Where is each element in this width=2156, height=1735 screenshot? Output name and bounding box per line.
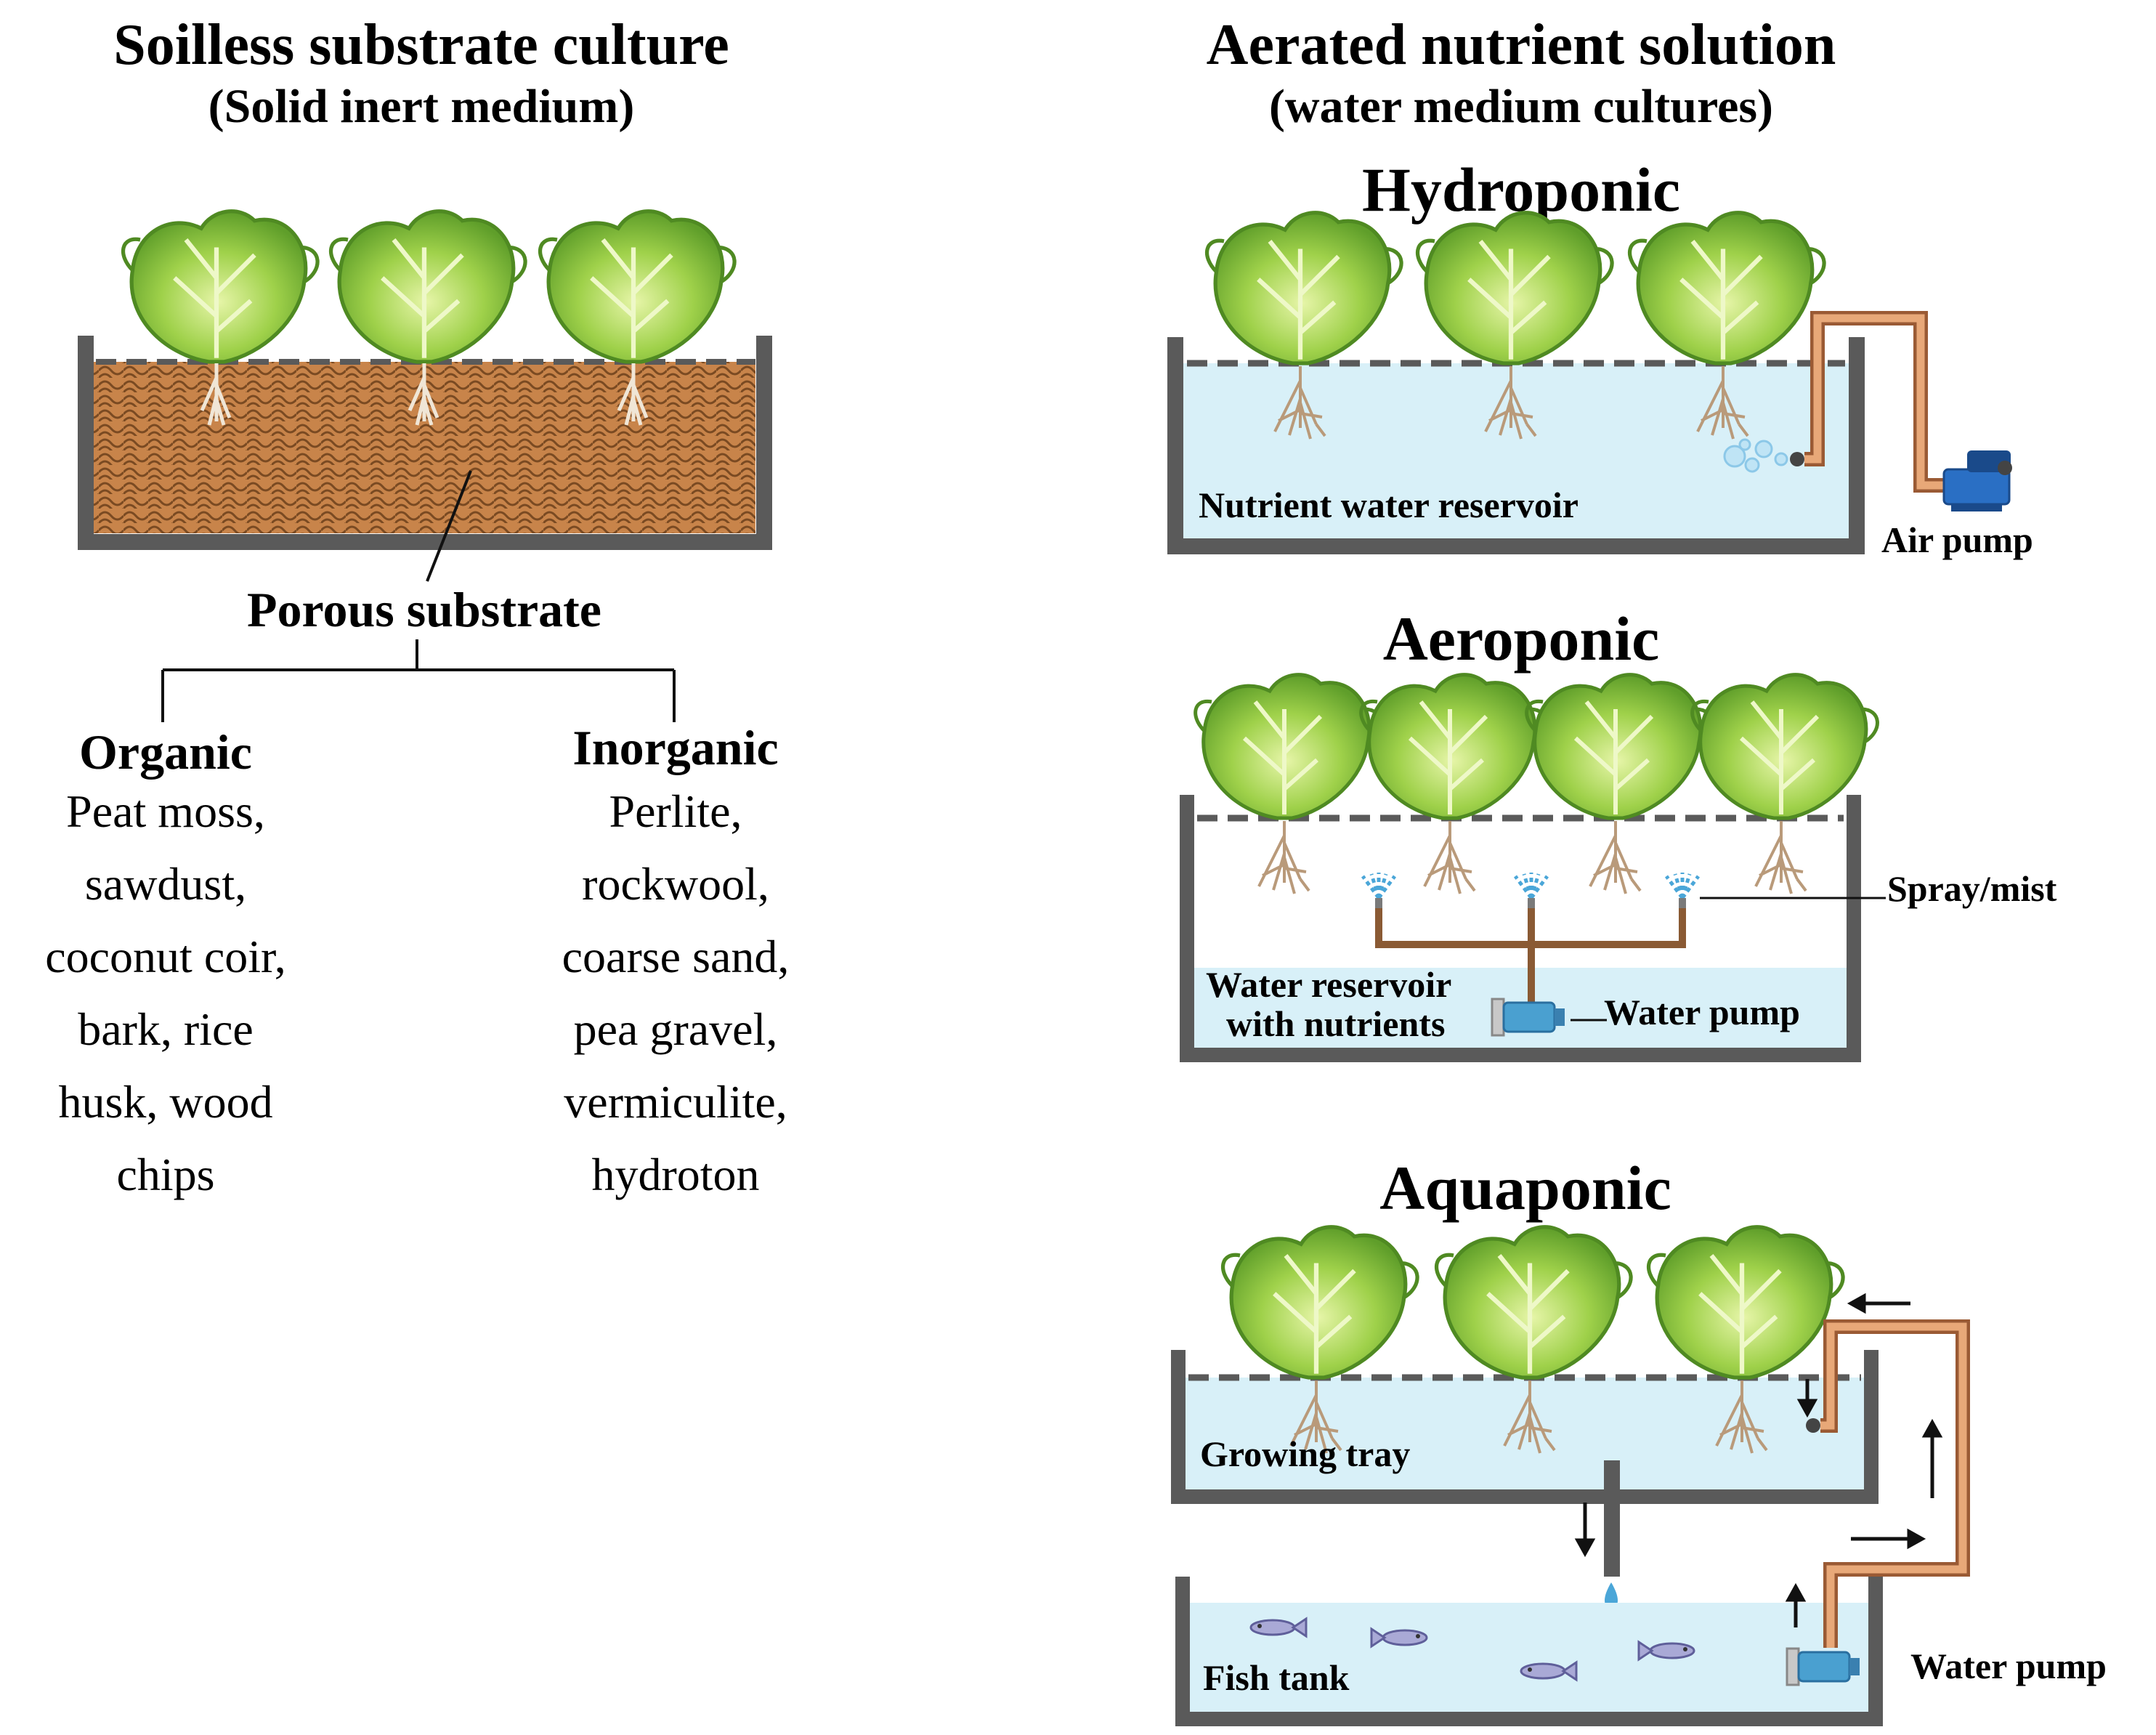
- air-bubbles: [1723, 438, 1788, 473]
- sprinkler-icon: [1666, 873, 1698, 908]
- inorganic-item: vermiculite,: [564, 1076, 787, 1128]
- nutrient-reservoir-label: Nutrient water reservoir: [1199, 485, 1578, 525]
- arrow-up-icon: [1785, 1582, 1807, 1627]
- sprinkler-icon: [1363, 873, 1395, 908]
- aquaponic-title: Aquaponic: [1379, 1153, 1671, 1223]
- arrow-right-icon: [1851, 1528, 1926, 1550]
- air-pump-label: Air pump: [1881, 519, 2033, 560]
- inorganic-item: rockwool,: [582, 858, 769, 910]
- aeroponic-reservoir-label-line1: Water reservoir: [1206, 964, 1451, 1005]
- water-pump-icon: [1786, 1647, 1861, 1686]
- organic-item: husk, wood: [58, 1076, 272, 1128]
- left-subtitle: (Solid inert medium): [208, 80, 635, 133]
- organic-item: coconut coir,: [45, 931, 286, 982]
- mist-pipe: [1375, 898, 1686, 1011]
- substrate-pointer-line: [426, 470, 472, 582]
- air-stone: [1790, 452, 1804, 466]
- lettuce-plant: [1361, 675, 1547, 895]
- return-pipe-inner: [1820, 1322, 1967, 1648]
- arrow-down-icon: [1796, 1379, 1818, 1418]
- inorganic-item: pea gravel,: [574, 1003, 778, 1055]
- lettuce-plant: [1527, 675, 1712, 895]
- sprinkler-icon: [1515, 873, 1547, 908]
- arrow-up-icon: [1921, 1418, 1943, 1498]
- right-subtitle: (water medium cultures): [1269, 80, 1773, 133]
- aquaponic-pump-label: Water pump: [1910, 1646, 2107, 1686]
- porous-substrate-label: Porous substrate: [247, 582, 601, 637]
- classification-tree-lines: [161, 639, 676, 722]
- water-pump-icon: [1491, 998, 1566, 1037]
- inorganic-item: Perlite,: [609, 785, 742, 837]
- fish-tank-label: Fish tank: [1203, 1657, 1350, 1698]
- spray-mist-label: Spray/mist: [1887, 868, 2057, 909]
- organic-item: chips: [116, 1149, 214, 1200]
- inorganic-item: coarse sand,: [562, 931, 790, 982]
- water-drop-icon: [1605, 1582, 1618, 1609]
- arrow-down-icon: [1574, 1503, 1596, 1558]
- inorganic-item: hydroton: [591, 1149, 759, 1200]
- inorganic-heading: Inorganic: [572, 720, 778, 775]
- growing-tray-label: Growing tray: [1200, 1433, 1410, 1474]
- organic-item: sawdust,: [85, 858, 246, 910]
- outlet-nozzle: [1806, 1418, 1820, 1433]
- aeroponic-pump-label: Water pump: [1604, 992, 1800, 1032]
- arrow-left-icon: [1847, 1293, 1910, 1314]
- lettuce-plant: [1196, 675, 1381, 895]
- organic-heading: Organic: [79, 724, 252, 780]
- organic-item: bark, rice: [78, 1003, 254, 1055]
- organic-item: Peat moss,: [66, 785, 265, 837]
- left-title: Soilless substrate culture: [113, 13, 729, 77]
- aeroponic-title: Aeroponic: [1383, 604, 1660, 674]
- organic-list: Peat moss, sawdust, coconut coir, bark, …: [45, 785, 286, 1200]
- aeroponic-reservoir-label-line2: with nutrients: [1226, 1003, 1445, 1044]
- right-title: Aerated nutrient solution: [1207, 13, 1836, 77]
- flow-arrows: [1574, 1293, 1943, 1627]
- air-pump-icon: [1942, 450, 2012, 511]
- air-hose-inner: [1804, 314, 1954, 490]
- inorganic-list: Perlite, rockwool, coarse sand, pea grav…: [562, 785, 790, 1200]
